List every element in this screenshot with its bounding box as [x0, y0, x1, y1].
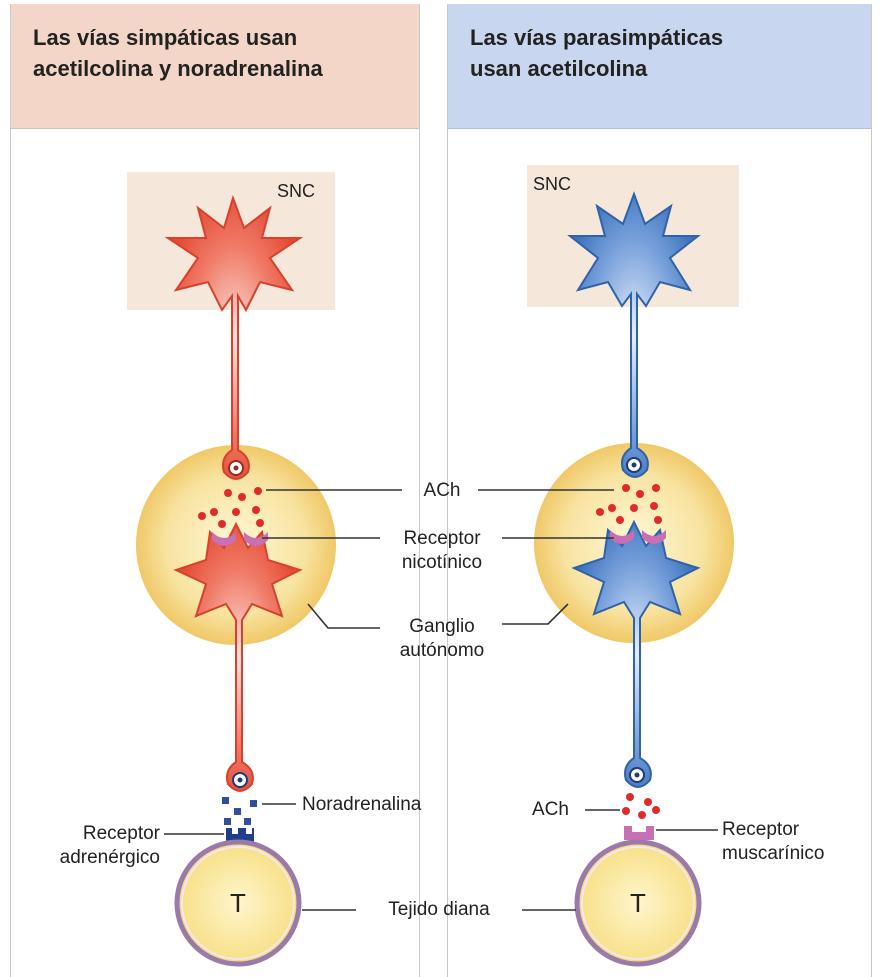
- label-ach-target: ACh: [532, 799, 569, 820]
- ach-dots-target: [622, 793, 660, 819]
- parasympathetic-preganglionic-neuron: [567, 191, 701, 478]
- ach-dots-parasympathetic-ganglion: [596, 484, 662, 524]
- label-nicotinic-receptor: Receptor nicotínico: [401, 528, 483, 573]
- sympathetic-postganglionic-neuron: [173, 521, 303, 792]
- ach-dots-sympathetic-ganglion: [198, 487, 264, 528]
- label-adrenergic-receptor: Receptor adrenérgico: [59, 823, 160, 868]
- target-tissue-parasympathetic: [574, 839, 702, 967]
- sympathetic-title: Las vías simpáticas usan acetilcolina y …: [33, 25, 323, 81]
- noradrenaline-molecules: [222, 797, 257, 825]
- sympathetic-preganglionic-neuron: [164, 194, 304, 480]
- parasympathetic-header: Las vías parasimpáticas usan acetilcolin…: [448, 4, 871, 129]
- parasympathetic-postganglionic-neuron: [571, 519, 701, 788]
- label-autonomic-ganglion: Ganglio autónomo: [399, 616, 485, 661]
- cns-label-parasympathetic: SNC: [533, 174, 572, 194]
- target-letter-sympathetic: T: [230, 888, 246, 918]
- nicotinic-receptor-sympathetic-right: [244, 532, 268, 546]
- label-muscarinic-receptor: Receptor muscarínico: [722, 819, 825, 864]
- nicotinic-receptor-parasympathetic-right: [642, 530, 666, 544]
- muscarinic-receptor: [624, 826, 654, 840]
- label-target-tissue: Tejido diana: [388, 899, 490, 920]
- sympathetic-header: Las vías simpáticas usan acetilcolina y …: [11, 4, 419, 129]
- nicotinic-receptor-parasympathetic-left: [610, 530, 634, 544]
- parasympathetic-title: Las vías parasimpáticas usan acetilcolin…: [470, 25, 724, 81]
- target-tissue-sympathetic: [174, 839, 302, 967]
- adrenergic-receptor: [226, 828, 254, 842]
- label-ach-ganglion: ACh: [423, 480, 461, 501]
- label-noradrenaline: Noradrenalina: [302, 794, 422, 815]
- nicotinic-receptor-sympathetic-left: [212, 532, 236, 546]
- target-letter-parasympathetic: T: [630, 888, 646, 918]
- cns-label-sympathetic: SNC: [277, 181, 316, 201]
- leader-lines: [164, 489, 718, 911]
